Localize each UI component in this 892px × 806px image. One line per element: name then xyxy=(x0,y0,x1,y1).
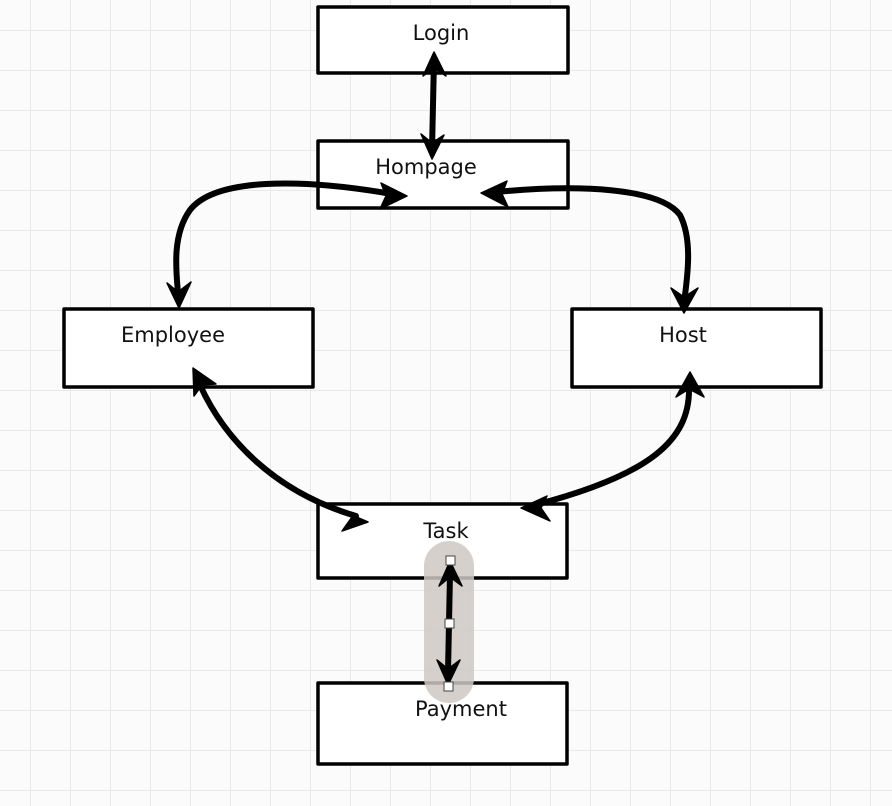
arrowhead-icon xyxy=(192,367,217,397)
drag-handle-midpoint[interactable] xyxy=(444,618,455,629)
node-hompage-label: Hompage xyxy=(375,155,477,179)
node-host[interactable]: Host xyxy=(570,307,823,389)
arrowhead-icon xyxy=(520,495,551,522)
arrowhead-icon xyxy=(339,509,369,532)
arrowhead-icon xyxy=(422,51,447,77)
edge-task-payment[interactable] xyxy=(424,541,474,703)
edge-host-task[interactable] xyxy=(520,371,705,522)
node-payment-label: Payment xyxy=(415,697,507,721)
arrowhead-icon xyxy=(670,287,699,314)
drag-handle-end[interactable] xyxy=(443,681,454,692)
node-hompage-box[interactable] xyxy=(316,139,570,210)
edge-hompage-host[interactable] xyxy=(480,180,699,314)
node-payment[interactable]: Payment xyxy=(316,681,569,766)
node-host-box[interactable] xyxy=(570,307,823,389)
arrowhead-icon xyxy=(379,182,408,210)
node-employee-label: Employee xyxy=(121,323,225,347)
edge-host-task-line[interactable] xyxy=(532,385,693,508)
arrowhead-icon xyxy=(480,180,509,208)
arrowhead-icon xyxy=(420,133,445,160)
edge-login-hompage-line[interactable] xyxy=(429,57,437,153)
edge-hompage-host-line[interactable] xyxy=(493,185,692,298)
drag-handle-start[interactable] xyxy=(445,555,456,566)
edge-employee-task[interactable] xyxy=(192,367,369,532)
edge-hompage-employee-line[interactable] xyxy=(173,180,395,296)
arrowhead-icon xyxy=(438,560,463,587)
node-employee-box[interactable] xyxy=(62,307,315,389)
node-host-label: Host xyxy=(659,323,707,347)
arrowhead-icon xyxy=(436,659,461,686)
node-login-box[interactable] xyxy=(316,5,570,75)
edge-login-hompage[interactable] xyxy=(420,51,447,160)
edge-employee-task-line[interactable] xyxy=(197,382,359,519)
arrowhead-icon xyxy=(166,281,192,309)
edge-hompage-employee[interactable] xyxy=(166,180,408,309)
arrowhead-icon xyxy=(675,371,705,398)
node-login-label: Login xyxy=(413,21,470,45)
node-login[interactable]: Login xyxy=(316,5,570,75)
node-task-label: Task xyxy=(422,519,469,543)
node-hompage[interactable]: Hompage xyxy=(316,139,570,210)
node-employee[interactable]: Employee xyxy=(62,307,315,389)
node-payment-box[interactable] xyxy=(316,681,569,766)
